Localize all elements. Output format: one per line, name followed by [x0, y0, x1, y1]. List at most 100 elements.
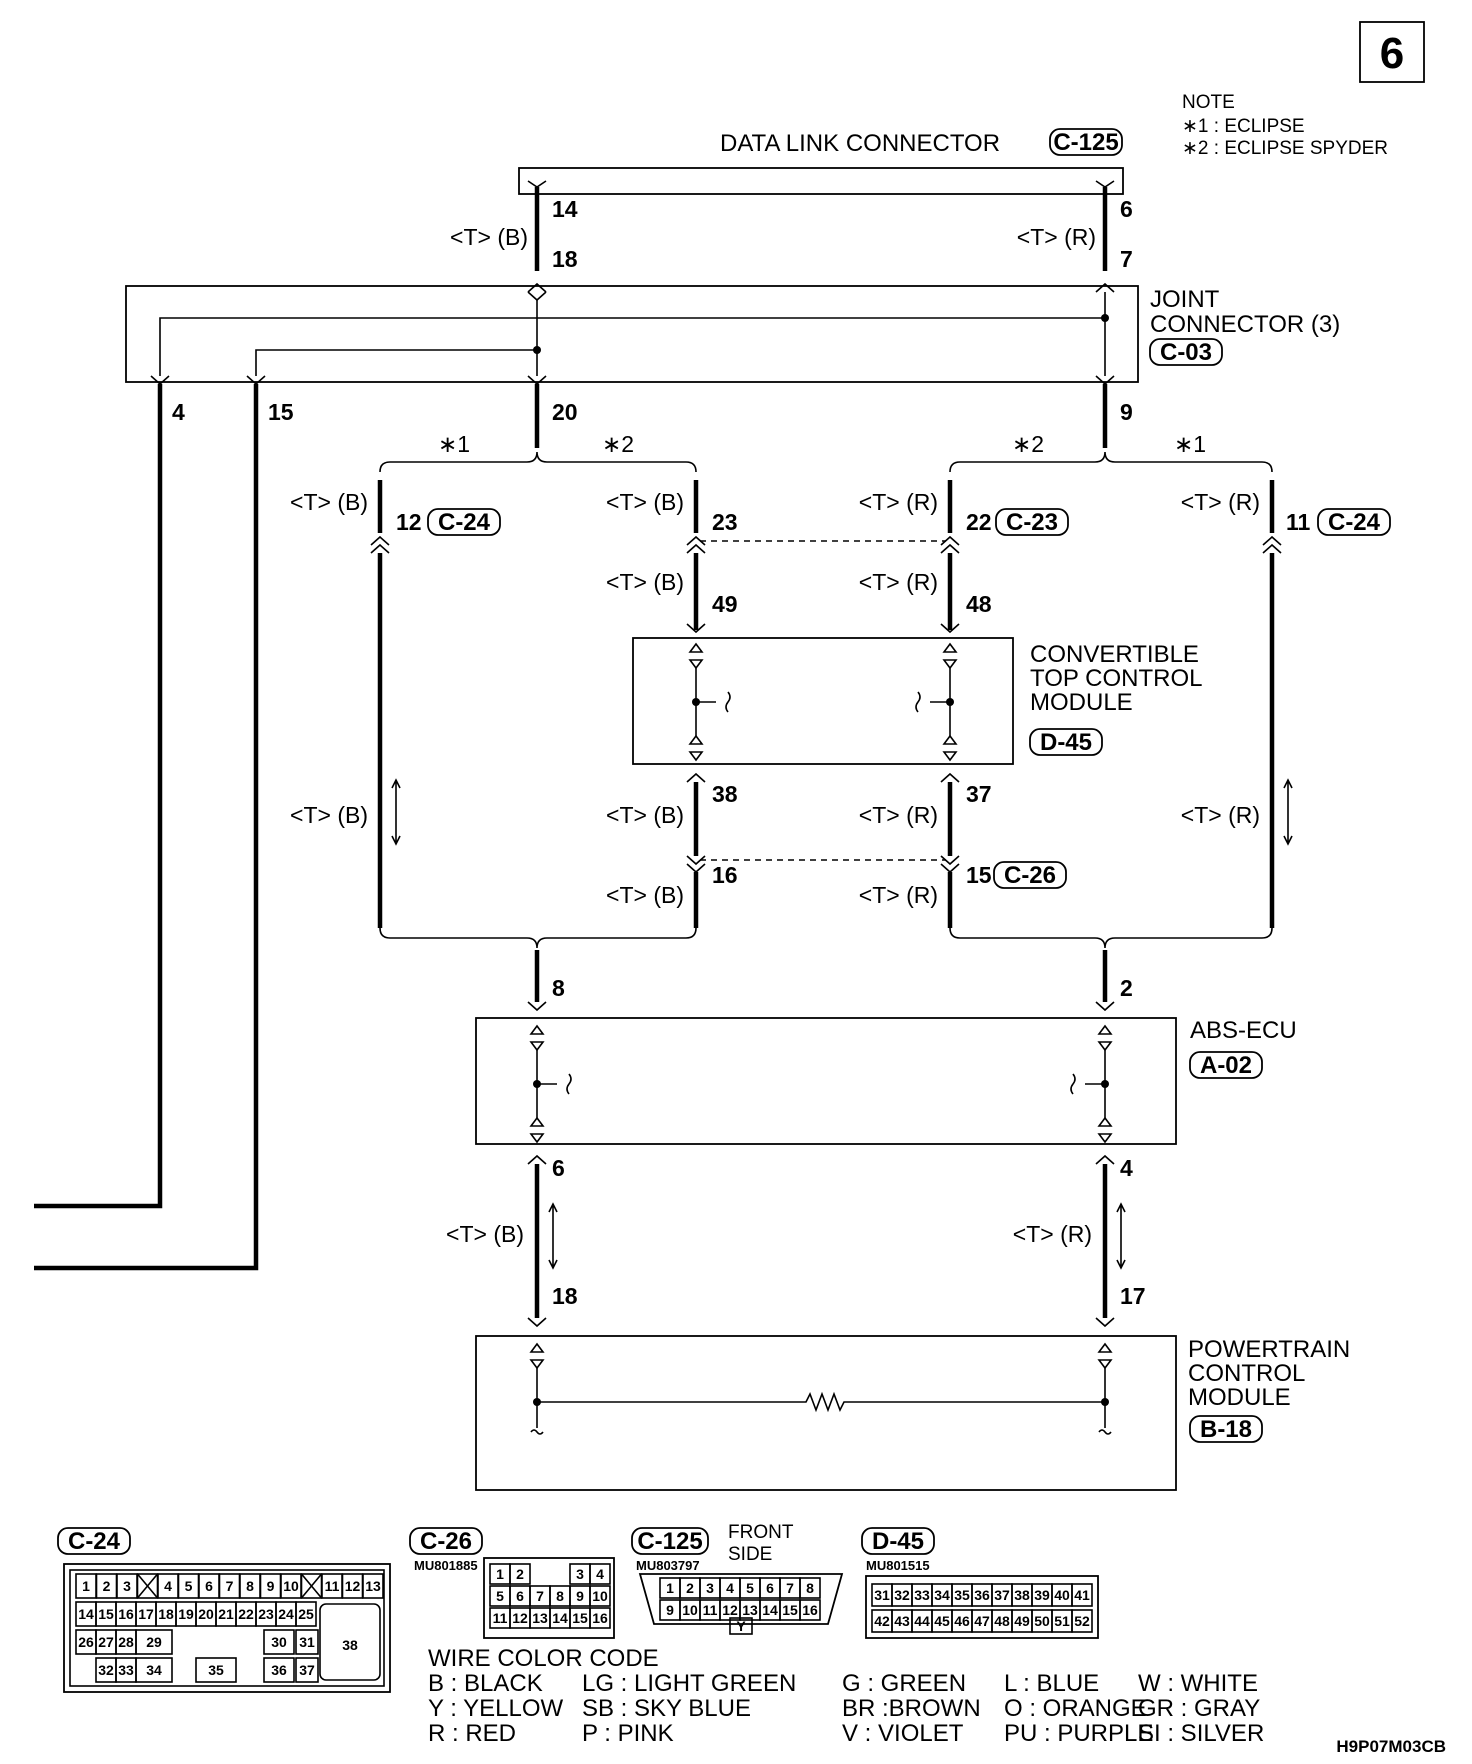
d45-pin: 51: [1054, 1613, 1070, 1629]
wire-label-red-8: <T> (R): [1013, 1221, 1092, 1247]
c125-pin: 10: [682, 1602, 698, 1618]
c24-pin: 36: [271, 1662, 287, 1678]
c26-pin: 5: [496, 1588, 504, 1604]
abs-ecu-code: A-02: [1200, 1052, 1252, 1079]
c24-pin: 37: [299, 1662, 315, 1678]
wire-color-entry: V : VIOLET: [842, 1720, 964, 1747]
c26-pin: 10: [592, 1588, 608, 1604]
view-c125-code: C-125: [637, 1528, 702, 1555]
variant-2-right: ∗2: [1012, 431, 1044, 457]
wire-label-black-6: <T> (B): [606, 802, 684, 828]
c26-pin: 12: [512, 1610, 528, 1626]
wire-color-entry: LG : LIGHT GREEN: [582, 1670, 796, 1697]
pcm-code: B-18: [1200, 1416, 1252, 1443]
c24-pin: 24: [278, 1606, 294, 1622]
wire-color-entry: L : BLUE: [1004, 1670, 1099, 1697]
c125-key: Y: [736, 1618, 746, 1634]
c24-pin: 17: [138, 1606, 154, 1622]
c125-pin: 11: [703, 1602, 718, 1618]
c24-pin: 23: [258, 1606, 274, 1622]
pin-c23-22: 22: [966, 509, 992, 535]
c24-pin-38: 38: [342, 1637, 358, 1653]
wire-jc4-off-page: [34, 384, 163, 1209]
wire-color-code-table: B : BLACK LG : LIGHT GREEN G : GREEN L : BL…: [428, 1670, 1264, 1747]
d45-pin: 39: [1034, 1587, 1050, 1603]
d45-pin: 47: [974, 1613, 990, 1629]
c24-pin: 35: [208, 1662, 224, 1678]
wire-label-black-8: <T> (B): [446, 1221, 524, 1247]
c125-pin: 1: [666, 1580, 674, 1596]
c24-pin: 9: [267, 1578, 275, 1594]
pin-c24-12: 12: [396, 509, 422, 535]
pin-abs-6: 6: [552, 1155, 565, 1181]
wire-label-red-6: <T> (R): [859, 802, 938, 828]
abs-ecu-name: ABS-ECU: [1190, 1017, 1297, 1044]
c24-pin: 21: [218, 1606, 234, 1622]
c26-pin: 11: [493, 1610, 508, 1626]
c26-pin: 7: [536, 1588, 544, 1604]
pcm-name-line3: MODULE: [1188, 1384, 1291, 1411]
dlc-body: [518, 167, 1124, 195]
c26-pin: 8: [556, 1588, 564, 1604]
jc-code: C-03: [1160, 339, 1212, 366]
note-title: NOTE: [1182, 92, 1235, 113]
pin-c26-16: 16: [712, 862, 738, 888]
pin-d45-48: 48: [966, 591, 992, 617]
c24-pin: 11: [325, 1578, 340, 1594]
dlc-code-box: [1049, 128, 1123, 156]
d45-pin: 37: [994, 1587, 1010, 1603]
c26-pin: 2: [516, 1566, 524, 1582]
pcm-name-line1: POWERTRAIN: [1188, 1336, 1350, 1363]
wire-label-black-1: <T> (B): [450, 224, 528, 250]
c24-pin: 13: [365, 1578, 381, 1594]
dlc-title: DATA LINK CONNECTOR: [720, 130, 1000, 157]
c26-pin: 15: [572, 1610, 588, 1626]
pin-c24-11: 11: [1286, 509, 1311, 535]
view-c125-side-2: SIDE: [728, 1544, 772, 1565]
pin-jc-18: 18: [552, 246, 578, 272]
ctm-name-line2: TOP CONTROL: [1030, 665, 1202, 692]
c24-pin: 14: [78, 1606, 94, 1622]
pin-jc-9: 9: [1120, 399, 1133, 425]
wire-label-red-4: <T> (R): [859, 489, 938, 515]
d45-pin: 48: [994, 1613, 1010, 1629]
jc-name-line1: JOINT: [1150, 286, 1220, 313]
wire-color-entry: Y : YELLOW: [428, 1695, 564, 1722]
c24-pin: 2: [103, 1578, 111, 1594]
pin-jc-4: 4: [172, 399, 185, 425]
brace-left-bottom: [379, 927, 697, 949]
view-c26-part: MU801885: [414, 1558, 478, 1573]
c26-pin: 13: [532, 1610, 548, 1626]
c24-pin: 30: [271, 1634, 287, 1650]
c24-pin: 3: [123, 1578, 131, 1594]
d45-pin: 41: [1074, 1587, 1090, 1603]
wire-color-entry: BR :BROWN: [842, 1695, 981, 1722]
c24-pin: 22: [238, 1606, 254, 1622]
view-c125-side-1: FRONT: [728, 1522, 794, 1543]
view-c125-part: MU803797: [636, 1558, 700, 1573]
c24-pin: 32: [98, 1662, 114, 1678]
figure-code: H9P07M03CB: [1336, 1737, 1446, 1756]
wire-color-entry: B : BLACK: [428, 1670, 543, 1697]
pin-d45-38: 38: [712, 781, 738, 807]
page-number: 6: [1380, 29, 1404, 78]
wire-color-entry: SB : SKY BLUE: [582, 1695, 751, 1722]
wire-color-entry: R : RED: [428, 1720, 516, 1747]
note-item-1: ∗1 : ECLIPSE: [1182, 116, 1305, 137]
wire-label-red-3: <T> (R): [1181, 802, 1260, 828]
c26-pin: 16: [592, 1610, 608, 1626]
c24-pin: 20: [198, 1606, 214, 1622]
c125-pin: 15: [782, 1602, 798, 1618]
pin-dlc-14: 14: [552, 196, 578, 222]
variant-2-left: ∗2: [602, 431, 634, 457]
c24-pin: 34: [146, 1662, 162, 1678]
d45-pin: 38: [1014, 1587, 1030, 1603]
wire-label-red-2: <T> (R): [1181, 489, 1260, 515]
pin-abs-8: 8: [552, 975, 565, 1001]
wire-color-entry: G : GREEN: [842, 1670, 966, 1697]
ctm-code: D-45: [1040, 729, 1092, 756]
view-d45-part: MU801515: [866, 1558, 930, 1573]
c24-pin: 27: [98, 1634, 114, 1650]
view-d45-code: D-45: [872, 1528, 924, 1555]
